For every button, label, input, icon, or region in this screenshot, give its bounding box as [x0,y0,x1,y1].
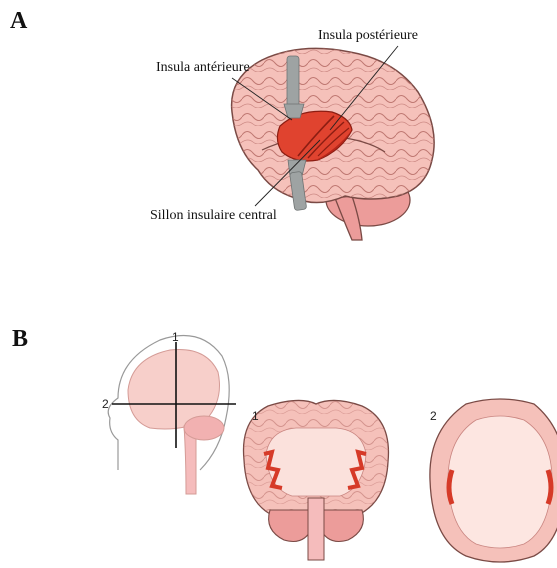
label-sillon-insulaire: Sillon insulaire central [150,208,277,224]
axial-section [430,399,557,562]
panel-b-letter: B [12,326,28,353]
coronal-section [244,400,389,560]
label-insula-posterieure: Insula postérieure [318,28,418,44]
axial-section-number: 2 [430,409,437,423]
panel-a-letter: A [10,8,27,35]
plane-2-number: 2 [102,397,109,411]
label-insula-anterieure: Insula antérieure [156,60,250,76]
plane-1-number: 1 [172,330,179,344]
coronal-section-number: 1 [252,409,259,423]
head-diagram [108,336,236,494]
